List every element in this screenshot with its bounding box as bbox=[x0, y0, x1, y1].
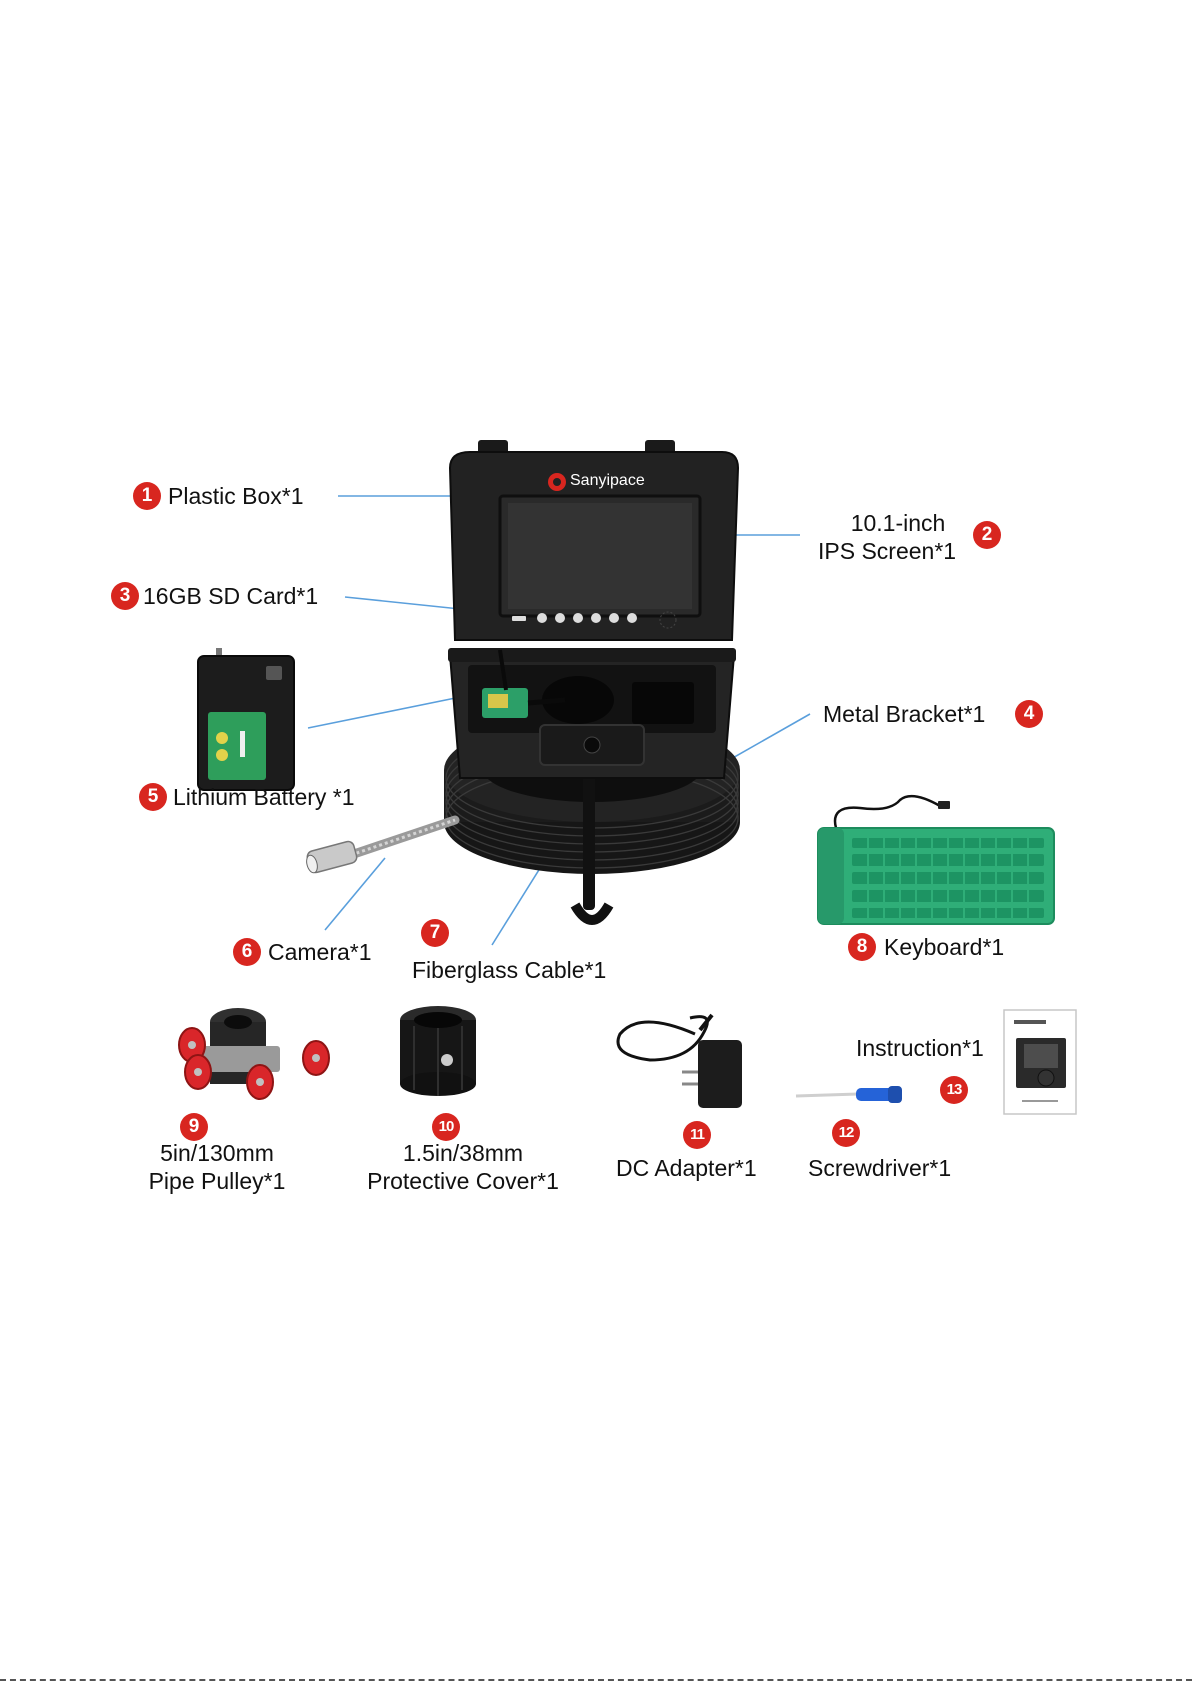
item-number-badge: 10 bbox=[432, 1113, 460, 1141]
plastic-case-lid bbox=[450, 440, 738, 640]
item-label-instruction: Instruction*1 bbox=[856, 1034, 984, 1062]
item-label-pipe-pulley-size: 5in/130mm bbox=[124, 1139, 310, 1167]
item-label-camera: Camera*1 bbox=[268, 938, 372, 966]
item-label-metal-bracket: Metal Bracket*1 bbox=[823, 700, 985, 728]
brand-logo-text: Sanyipace bbox=[570, 471, 645, 491]
camera-probe bbox=[305, 820, 455, 874]
item-number-badge: 3 bbox=[111, 582, 139, 610]
item-number-badge: 13 bbox=[940, 1076, 968, 1104]
protective-cover bbox=[400, 1006, 476, 1096]
keyboard bbox=[818, 796, 1054, 924]
item-number-badge: 8 bbox=[848, 933, 876, 961]
item-number-badge: 9 bbox=[180, 1113, 208, 1141]
item-number-badge: 6 bbox=[233, 938, 261, 966]
pipe-pulley bbox=[179, 1008, 329, 1099]
item-number-badge: 4 bbox=[1015, 700, 1043, 728]
item-number-badge: 11 bbox=[683, 1121, 711, 1149]
item-label-protective-cover: Protective Cover*1 bbox=[348, 1167, 578, 1195]
page-bottom-divider bbox=[0, 1679, 1192, 1681]
item-label-dc-adapter: DC Adapter*1 bbox=[616, 1154, 757, 1182]
item-label-ips-screen: IPS Screen*1 bbox=[818, 537, 956, 565]
item-label-pipe-pulley: Pipe Pulley*1 bbox=[124, 1167, 310, 1195]
item-label-keyboard: Keyboard*1 bbox=[884, 933, 1004, 961]
item-number-badge: 2 bbox=[973, 521, 1001, 549]
item-label-sd-card: 16GB SD Card*1 bbox=[143, 582, 318, 610]
item-label-lithium-battery: Lithium Battery *1 bbox=[173, 783, 355, 811]
item-label-screwdriver: Screwdriver*1 bbox=[808, 1154, 951, 1182]
item-label-fiberglass-cable: Fiberglass Cable*1 bbox=[412, 956, 606, 984]
item-number-badge: 1 bbox=[133, 482, 161, 510]
item-number-badge: 12 bbox=[832, 1119, 860, 1147]
dc-adapter bbox=[618, 1015, 742, 1108]
item-number-badge: 5 bbox=[139, 783, 167, 811]
item-number-badge: 7 bbox=[421, 919, 449, 947]
item-label-plastic-box: Plastic Box*1 bbox=[168, 482, 304, 510]
item-label-ips-screen-size: 10.1-inch bbox=[818, 509, 978, 537]
item-label-protective-cover-size: 1.5in/38mm bbox=[348, 1139, 578, 1167]
plastic-case-base bbox=[448, 648, 736, 778]
lithium-battery bbox=[198, 648, 294, 790]
instruction-booklet bbox=[1004, 1010, 1076, 1114]
screwdriver bbox=[796, 1086, 902, 1103]
